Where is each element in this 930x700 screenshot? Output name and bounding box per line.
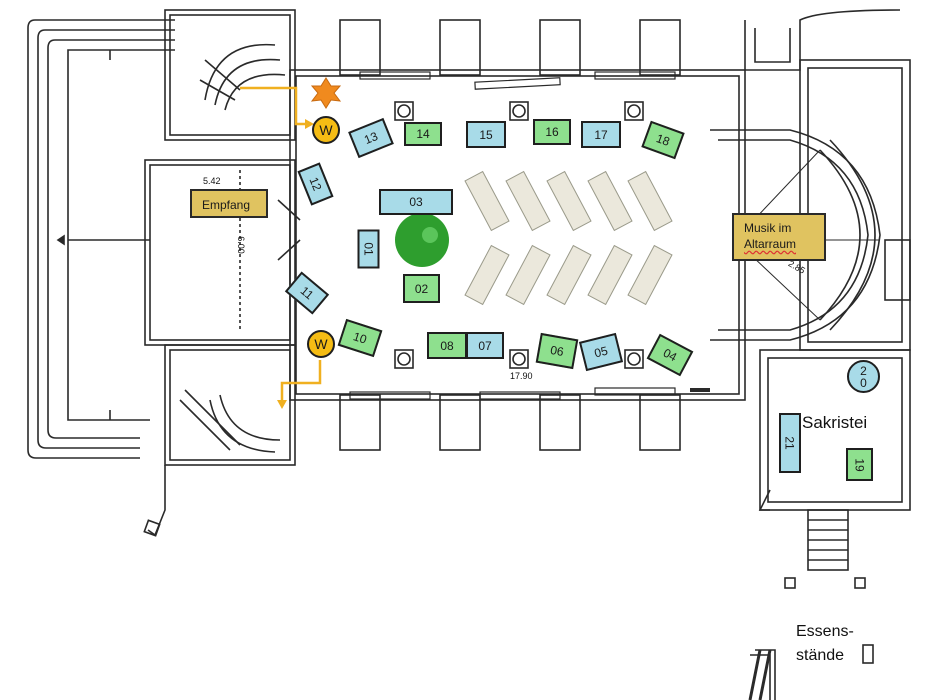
booth-06: 06: [535, 332, 579, 370]
green-circle-marker: [395, 213, 449, 267]
booth-17: 17: [581, 121, 621, 148]
w-marker-top: W: [312, 116, 340, 144]
booth-08: 08: [427, 332, 467, 359]
booth-14: 14: [404, 122, 442, 146]
booth-15: 15: [466, 121, 506, 148]
dimension-label: 17.90: [510, 371, 533, 381]
dimension-label: 5.42: [203, 176, 221, 186]
zone-musik-altarraum: Musik im Altarraum: [732, 213, 826, 261]
booth-21: 21: [779, 413, 801, 473]
zone-empfang: Empfang: [190, 189, 268, 218]
area-label-essensstaende: Essens- stände: [796, 623, 854, 664]
exit-arrow-bottom: [277, 360, 322, 409]
zone-musik-label-line1: Musik im: [744, 221, 792, 235]
booth-20: 2 0: [847, 360, 880, 393]
booth-01: 01: [357, 229, 380, 269]
entry-arrow-top: [240, 86, 314, 129]
booth-19: 19: [846, 448, 873, 481]
booth-03: 03: [379, 189, 453, 215]
zone-empfang-label: Empfang: [202, 198, 251, 212]
booth-02: 02: [403, 274, 440, 303]
booth-16: 16: [533, 119, 571, 145]
star-icon: [310, 77, 342, 109]
room-label-sakristei: Sakristei: [802, 413, 868, 432]
zone-musik-label-line2: Altarraum: [744, 237, 797, 251]
booth-07: 07: [466, 332, 504, 359]
w-marker-bottom: W: [307, 330, 335, 358]
dimension-label: 6.00: [235, 236, 246, 254]
